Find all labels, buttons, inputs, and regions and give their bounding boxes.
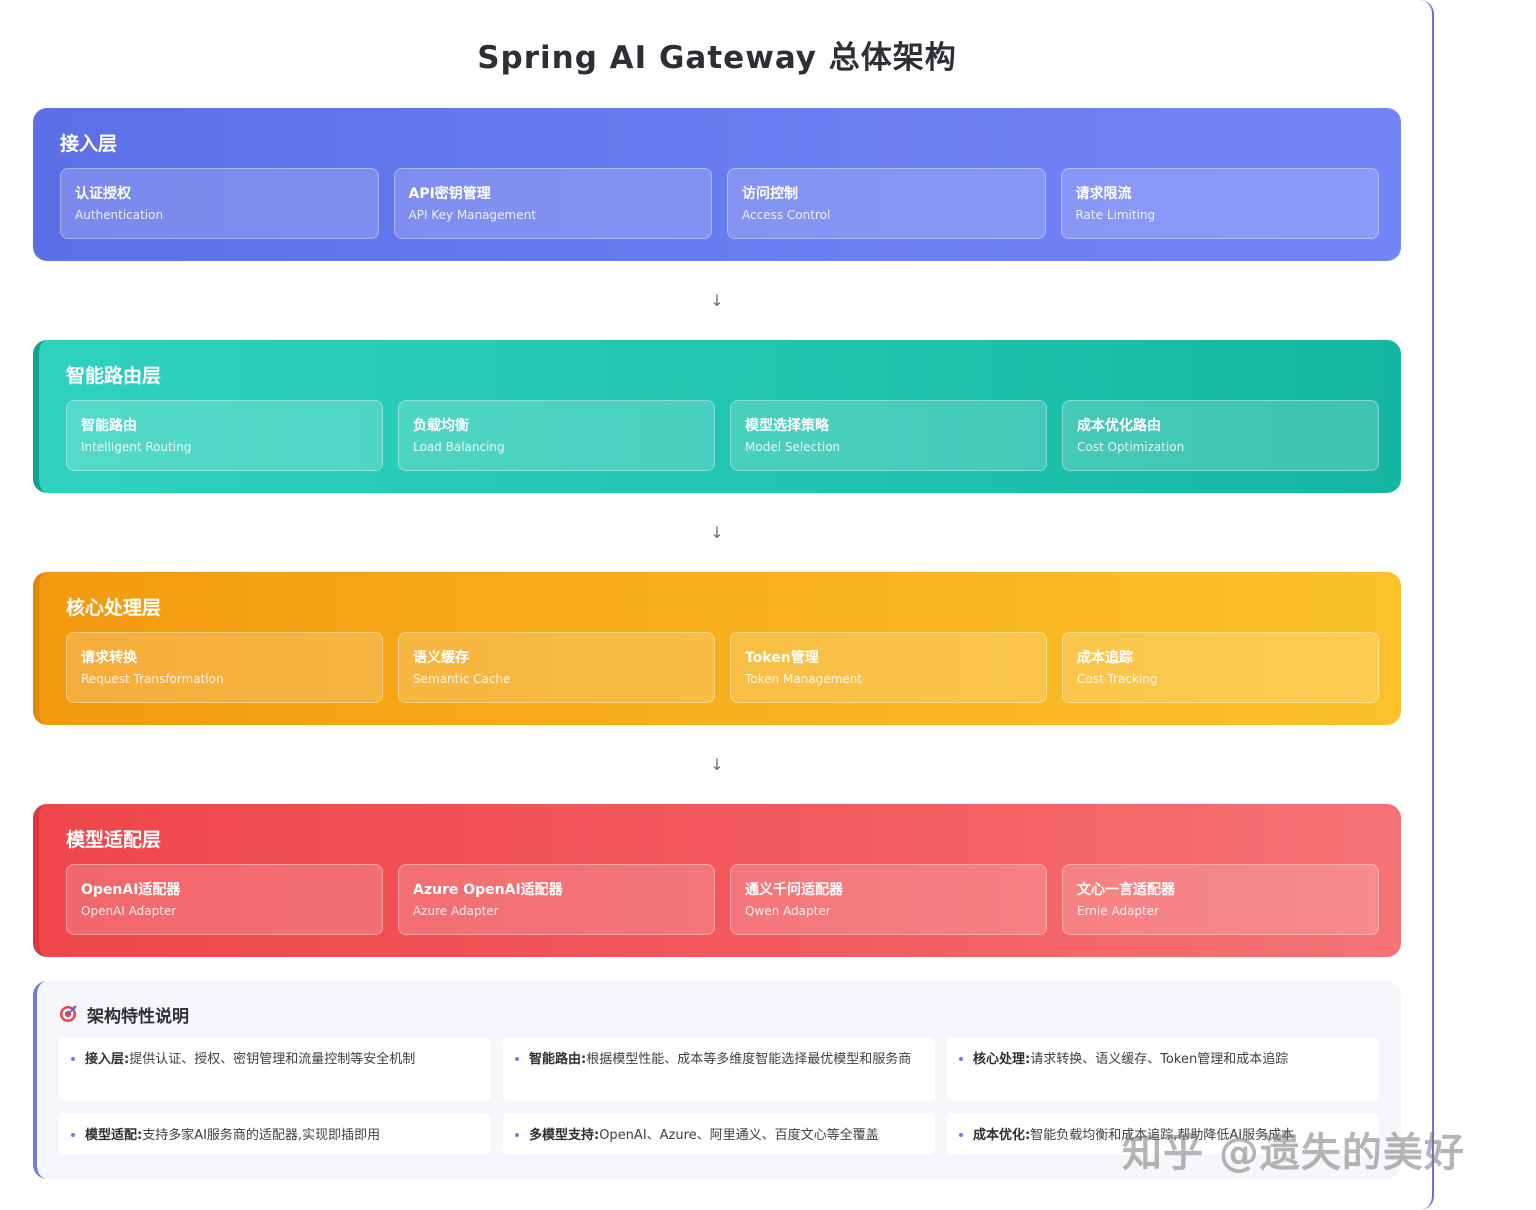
component-card: API密钥管理 API Key Management [393, 168, 712, 239]
card-subtitle: Authentication [75, 208, 164, 222]
card-subtitle: Qwen Adapter [745, 904, 831, 918]
component-card: OpenAI适配器 OpenAI Adapter [66, 864, 383, 935]
card-subtitle: Load Balancing [413, 440, 505, 454]
feature-text: 支持多家AI服务商的适配器,实现即插即用 [142, 1128, 381, 1143]
component-card: 请求转换 Request Transformation [66, 632, 383, 703]
card-title: 成本优化路由 [1077, 418, 1161, 434]
watermark: 知乎 @遗失的美好 [1122, 1130, 1465, 1176]
bullet-icon [71, 1057, 75, 1061]
card-title: 访问控制 [742, 186, 798, 202]
card-subtitle: Cost Optimization [1077, 440, 1185, 454]
card-title: Token管理 [745, 650, 819, 666]
card-subtitle: Semantic Cache [413, 672, 511, 686]
component-card: 模型选择策略 Model Selection [730, 400, 1047, 471]
layer-title: 模型适配层 [66, 829, 162, 851]
card-title: OpenAI适配器 [81, 882, 181, 898]
card-subtitle: API Key Management [408, 208, 536, 222]
bullet-icon [959, 1133, 963, 1137]
feature-key: 多模型支持: [529, 1128, 600, 1143]
bullet-icon [515, 1057, 519, 1061]
card-subtitle: Azure Adapter [413, 904, 499, 918]
feature-text: 提供认证、授权、密钥管理和流量控制等安全机制 [129, 1052, 416, 1067]
feature-item: 核心处理:请求转换、语义缓存、Token管理和成本追踪 [947, 1037, 1379, 1101]
component-card: Azure OpenAI适配器 Azure Adapter [398, 864, 715, 935]
card-title: 认证授权 [75, 186, 131, 202]
card-subtitle: OpenAI Adapter [81, 904, 177, 918]
feature-item: 模型适配:支持多家AI服务商的适配器,实现即插即用 [59, 1113, 491, 1155]
feature-key: 接入层: [85, 1052, 130, 1067]
card-subtitle: Access Control [742, 208, 831, 222]
card-subtitle: Token Management [745, 672, 863, 686]
feature-key: 模型适配: [85, 1128, 143, 1143]
card-subtitle: Cost Tracking [1077, 672, 1158, 686]
component-card: 成本优化路由 Cost Optimization [1062, 400, 1379, 471]
component-card: 负载均衡 Load Balancing [398, 400, 715, 471]
layer-title: 接入层 [60, 133, 118, 155]
component-card: 语义缓存 Semantic Cache [398, 632, 715, 703]
component-card: 访问控制 Access Control [727, 168, 1046, 239]
card-title: Azure OpenAI适配器 [413, 882, 563, 898]
features-panel: 架构特性说明 接入层:提供认证、授权、密钥管理和流量控制等安全机制 智能路由:根… [33, 981, 1401, 1179]
layer-cards: 认证授权 Authentication API密钥管理 API Key Manage… [60, 168, 1379, 239]
card-title: 智能路由 [81, 418, 137, 434]
feature-item: 接入层:提供认证、授权、密钥管理和流量控制等安全机制 [59, 1037, 491, 1101]
feature-item: 智能路由:根据模型性能、成本等多维度智能选择最优模型和服务商 [503, 1037, 935, 1101]
feature-text: 请求转换、语义缓存、Token管理和成本追踪 [1030, 1052, 1289, 1067]
bullet-icon [959, 1057, 963, 1061]
bullet-icon [515, 1133, 519, 1137]
feature-key: 核心处理: [973, 1052, 1031, 1067]
layer-routing: 智能路由层 智能路由 Intelligent Routing 负载均衡 Load B… [33, 340, 1401, 493]
layer-core-processing: 核心处理层 请求转换 Request Transformation 语义缓存 Sem… [33, 572, 1401, 725]
component-card: 智能路由 Intelligent Routing [66, 400, 383, 471]
feature-item: 多模型支持:OpenAI、Azure、阿里通义、百度文心等全覆盖 [503, 1113, 935, 1155]
component-card: 文心一言适配器 Ernie Adapter [1062, 864, 1379, 935]
feature-key: 智能路由: [529, 1052, 587, 1067]
card-subtitle: Rate Limiting [1075, 208, 1156, 222]
component-card: 成本追踪 Cost Tracking [1062, 632, 1379, 703]
card-subtitle: Intelligent Routing [81, 440, 192, 454]
card-subtitle: Model Selection [745, 440, 841, 454]
diagram-title: Spring AI Gateway 总体架构 [477, 40, 957, 76]
down-arrow-icon: ↓ [710, 523, 724, 542]
layer-cards: 智能路由 Intelligent Routing 负载均衡 Load Balanci… [66, 400, 1379, 471]
card-subtitle: Request Transformation [81, 672, 224, 686]
card-title: 模型选择策略 [745, 418, 829, 434]
feature-key: 成本优化: [973, 1128, 1031, 1143]
features-header: 架构特性说明 [59, 1001, 1401, 1027]
feature-text: 智能负载均衡和成本追踪,帮助降低AI服务成本 [1030, 1128, 1295, 1143]
card-title: 请求限流 [1075, 186, 1132, 202]
bullet-icon [71, 1133, 75, 1137]
features-title: 架构特性说明 [87, 1006, 189, 1027]
down-arrow-icon: ↓ [710, 291, 724, 310]
layer-cards: 请求转换 Request Transformation 语义缓存 Semantic … [66, 632, 1379, 703]
card-title: 负载均衡 [413, 418, 469, 434]
card-title: 成本追踪 [1077, 650, 1133, 666]
card-title: 语义缓存 [413, 650, 469, 666]
card-subtitle: Ernie Adapter [1077, 904, 1160, 918]
component-card: Token管理 Token Management [730, 632, 1047, 703]
card-title: 文心一言适配器 [1077, 882, 1175, 898]
feature-item: 成本优化:智能负载均衡和成本追踪,帮助降低AI服务成本 [947, 1113, 1379, 1155]
layer-title: 智能路由层 [66, 365, 162, 387]
layer-title: 核心处理层 [66, 597, 162, 619]
card-title: 请求转换 [81, 650, 137, 666]
card-title: API密钥管理 [408, 186, 491, 202]
component-card: 请求限流 Rate Limiting [1060, 168, 1379, 239]
feature-text: 根据模型性能、成本等多维度智能选择最优模型和服务商 [586, 1052, 912, 1067]
component-card: 认证授权 Authentication [60, 168, 379, 239]
feature-text: OpenAI、Azure、阿里通义、百度文心等全覆盖 [599, 1128, 879, 1143]
card-title: 通义千问适配器 [745, 882, 843, 898]
diagram-frame: Spring AI Gateway 总体架构 接入层 认证授权 Authentic… [33, 0, 1434, 1210]
features-grid: 接入层:提供认证、授权、密钥管理和流量控制等安全机制 智能路由:根据模型性能、成… [59, 1037, 1381, 1155]
component-card: 通义千问适配器 Qwen Adapter [730, 864, 1047, 935]
down-arrow-icon: ↓ [710, 755, 724, 774]
layer-model-adapter: 模型适配层 OpenAI适配器 OpenAI Adapter Azure Open… [33, 804, 1401, 957]
target-icon [60, 1005, 77, 1022]
layer-access: 接入层 认证授权 Authentication API密钥管理 API Key Ma… [33, 108, 1401, 261]
